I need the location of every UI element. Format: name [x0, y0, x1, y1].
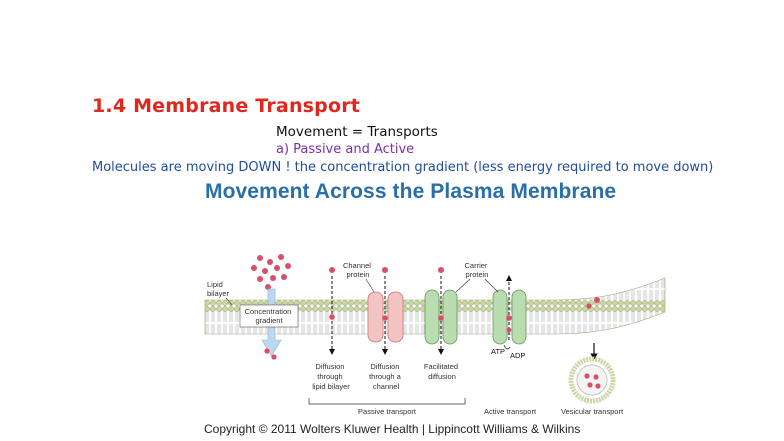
label-diffusion-lipid: Diffusion through lipid bilayer	[312, 362, 350, 391]
list-item-passive-active: a) Passive and Active	[276, 142, 415, 157]
gradient-description: Molecules are moving DOWN ! the concentr…	[92, 160, 714, 175]
label-atp: ATP	[491, 347, 505, 356]
figure-title: Movement Across the Plasma Membrane	[205, 180, 617, 203]
subtitle-movement: Movement = Transports	[276, 124, 438, 140]
label-channel-protein: Channel protein	[343, 261, 373, 279]
molecule-cluster-top-left	[251, 254, 291, 290]
carrier-protein-facilitated	[424, 267, 458, 355]
label-facilitated-diffusion: Facilitated diffusion	[424, 362, 460, 381]
label-lipid-bilayer: Lipid bilayer	[207, 280, 230, 298]
label-passive-transport: Passive transport	[358, 407, 417, 416]
path-diffusion-lipid	[329, 267, 335, 355]
slide-title: 1.4 Membrane Transport	[92, 95, 361, 117]
copyright-notice: Copyright © 2011 Wolters Kluwer Health |…	[204, 422, 581, 436]
label-concentration-gradient: Concentration gradient	[245, 307, 294, 325]
label-adp: ADP	[510, 351, 525, 360]
label-diffusion-channel: Diffusion through a channel	[369, 362, 403, 391]
passive-transport-bracket	[308, 398, 466, 405]
channel-protein	[367, 267, 404, 355]
label-vesicular-transport: Vesicular transport	[561, 407, 624, 416]
label-carrier-protein: Carrier protein	[464, 261, 489, 279]
molecules-below-gradient	[264, 348, 277, 360]
concentration-gradient-box	[239, 304, 299, 328]
label-active-transport: Active transport	[484, 407, 537, 416]
vesicular-transport	[568, 297, 616, 404]
carrier-protein-active	[492, 275, 527, 345]
